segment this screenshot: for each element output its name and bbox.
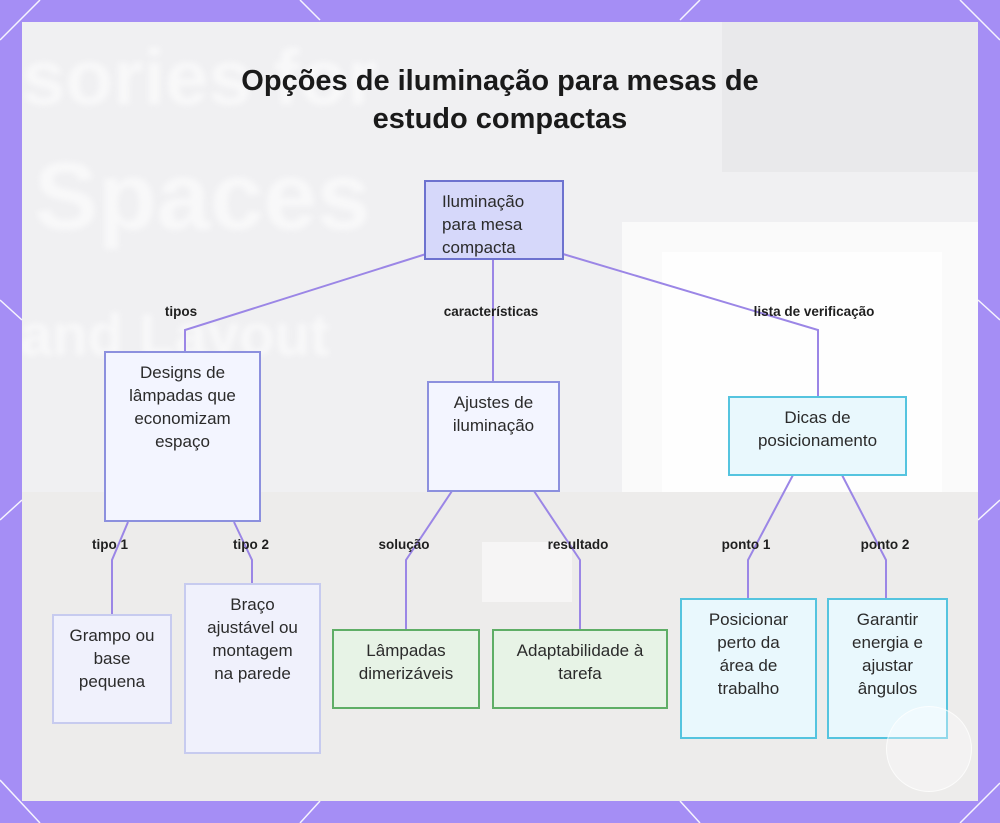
edge-label-solucao: solução (378, 537, 429, 552)
edge-label-ponto1: ponto 1 (722, 537, 771, 552)
edge-label-caracteristicas: características (444, 304, 539, 319)
node-lampadas-label: Lâmpadas dimerizáveis (346, 639, 466, 699)
edge-ajustes-adaptabilidade (534, 491, 580, 629)
edge-root-dicas (563, 254, 818, 396)
watermark-logo (886, 706, 972, 792)
edge-label-lista: lista de verificação (754, 304, 875, 319)
node-designs: Designs de lâmpadas que economizam espaç… (104, 351, 261, 522)
edge-label-tipo2: tipo 2 (233, 537, 269, 552)
node-grampo: Grampo ou base pequena (52, 614, 172, 724)
node-dicas-label: Dicas de posicionamento (743, 406, 893, 466)
node-posicionar: Posicionar perto da área de trabalho (680, 598, 817, 739)
edge-ajustes-lampadas (406, 491, 452, 629)
node-dicas: Dicas de posicionamento (728, 396, 907, 476)
node-braco: Braço ajustável ou montagem na parede (184, 583, 321, 754)
edge-designs-grampo (112, 522, 128, 614)
node-lampadas: Lâmpadas dimerizáveis (332, 629, 480, 709)
node-grampo-label: Grampo ou base pequena (67, 624, 157, 714)
node-root-label: Iluminação para mesa compacta (442, 190, 546, 250)
edge-label-tipos: tipos (165, 304, 197, 319)
node-adaptabilidade: Adaptabilidade à tarefa (492, 629, 668, 709)
node-braco-label: Braço ajustável ou montagem na parede (203, 593, 303, 744)
node-ajustes: Ajustes de iluminação (427, 381, 560, 492)
edge-root-designs (185, 254, 426, 351)
edge-label-ponto2: ponto 2 (861, 537, 910, 552)
edge-designs-braco (234, 522, 252, 583)
node-ajustes-label: Ajustes de iluminação (439, 391, 549, 482)
node-posicionar-label: Posicionar perto da área de trabalho (699, 608, 799, 729)
node-adaptabilidade-label: Adaptabilidade à tarefa (510, 639, 650, 699)
node-root: Iluminação para mesa compacta (424, 180, 564, 260)
edge-label-resultado: resultado (548, 537, 609, 552)
node-designs-label: Designs de lâmpadas que economizam espaç… (123, 361, 243, 512)
edge-label-tipo1: tipo 1 (92, 537, 128, 552)
